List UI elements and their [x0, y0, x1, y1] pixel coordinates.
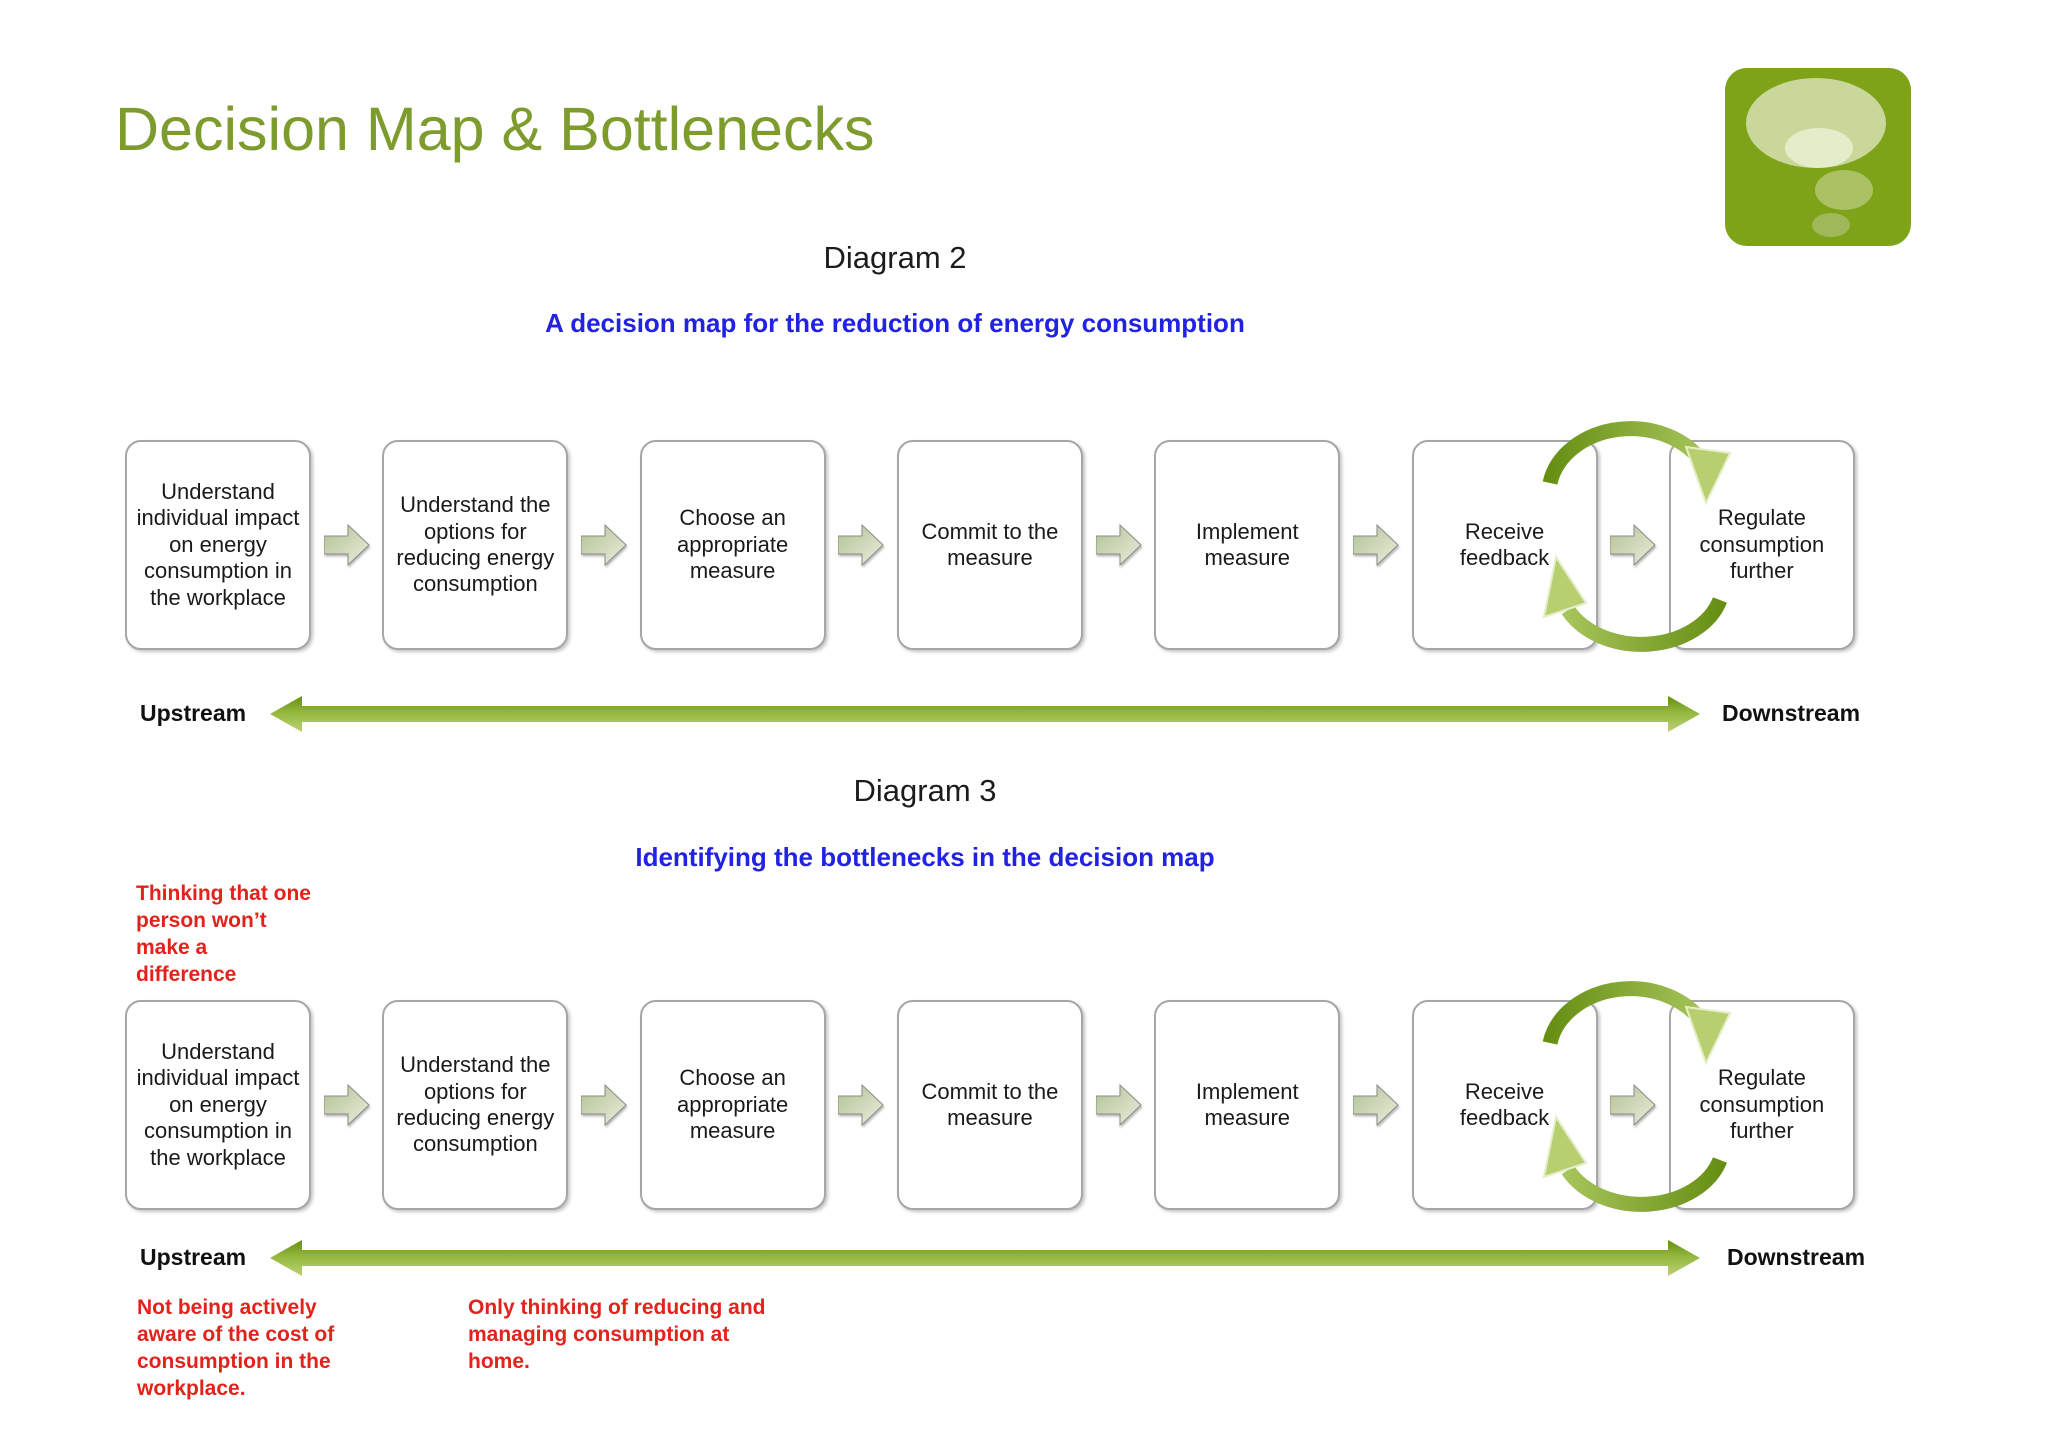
- bottleneck-line: Only thinking of reducing and: [468, 1296, 766, 1319]
- feedback-loop-arrow-icon: [1542, 421, 1732, 652]
- bottleneck-line: managing consumption at: [468, 1323, 730, 1346]
- bottleneck-line: Thinking that one: [136, 882, 311, 905]
- right-arrow-icon: [580, 1083, 627, 1127]
- right-arrow-icon: [323, 1083, 370, 1127]
- step-box: Understand individual impact on energy c…: [125, 440, 311, 650]
- step-box: Choose an appropriate measure: [639, 1000, 826, 1210]
- downstream-label: Downstream: [1727, 1244, 1866, 1270]
- step-box: Regulate consumption further: [1668, 1000, 1855, 1210]
- feedback-loop-arrow-icon: [1542, 981, 1732, 1212]
- step-box: Choose an appropriate measure: [639, 440, 826, 650]
- bottleneck-line: consumption in the: [137, 1350, 331, 1373]
- step-box: Implement measure: [1154, 1000, 1341, 1210]
- bottleneck-line: make a: [136, 936, 208, 959]
- diagram3-flow-row: Understand individual impact on energy c…: [125, 1000, 1855, 1210]
- diagram2-heading: Diagram 2: [823, 240, 967, 275]
- right-arrow-icon: [580, 523, 627, 567]
- bottleneck-note-home-only: Only thinking of reducing and managing c…: [468, 1294, 766, 1375]
- logo-icon: [1725, 68, 1911, 246]
- step-box: Understand individual impact on energy c…: [125, 1000, 311, 1210]
- diagram3-subtitle: Identifying the bottlenecks in the decis…: [635, 842, 1215, 872]
- right-arrow-icon: [838, 1083, 885, 1127]
- diagram2-flow-row: Understand individual impact on energy c…: [125, 440, 1855, 650]
- bottleneck-line: Not being actively: [137, 1296, 317, 1319]
- bottleneck-line: person won’t: [136, 909, 267, 932]
- upstream-downstream-arrow: [270, 696, 1700, 732]
- bottleneck-line: home.: [468, 1350, 530, 1373]
- step-box: Commit to the measure: [896, 440, 1083, 650]
- downstream-label: Downstream: [1722, 700, 1861, 726]
- upstream-label: Upstream: [140, 700, 247, 726]
- bottleneck-line: workplace.: [137, 1377, 246, 1400]
- right-arrow-icon: [1095, 523, 1142, 567]
- bottleneck-line: aware of the cost of: [137, 1323, 335, 1346]
- step-box: Commit to the measure: [896, 1000, 1083, 1210]
- upstream-label: Upstream: [140, 1244, 247, 1270]
- bottleneck-note-workplace-cost: Not being actively aware of the cost of …: [137, 1294, 334, 1402]
- step-box: Understand the options for reducing ener…: [382, 440, 569, 650]
- right-arrow-icon: [1610, 1083, 1656, 1127]
- step-box: Implement measure: [1154, 440, 1341, 650]
- upstream-downstream-arrow: [270, 1240, 1700, 1276]
- page-title: Decision Map & Bottlenecks: [115, 95, 875, 163]
- bottleneck-note-thinking: Thinking that one person won’t make a di…: [136, 880, 311, 988]
- diagram2-subtitle: A decision map for the reduction of ener…: [545, 308, 1245, 338]
- bottleneck-line: difference: [136, 963, 237, 986]
- thought-bubbles-logo: [1725, 68, 1911, 246]
- right-arrow-icon: [1352, 1083, 1399, 1127]
- right-arrow-icon: [1352, 523, 1399, 567]
- right-arrow-icon: [838, 523, 885, 567]
- right-arrow-icon: [1095, 1083, 1142, 1127]
- right-arrow-icon: [1610, 523, 1656, 567]
- right-arrow-icon: [323, 523, 370, 567]
- diagram3-heading: Diagram 3: [853, 773, 997, 808]
- step-box: Understand the options for reducing ener…: [382, 1000, 569, 1210]
